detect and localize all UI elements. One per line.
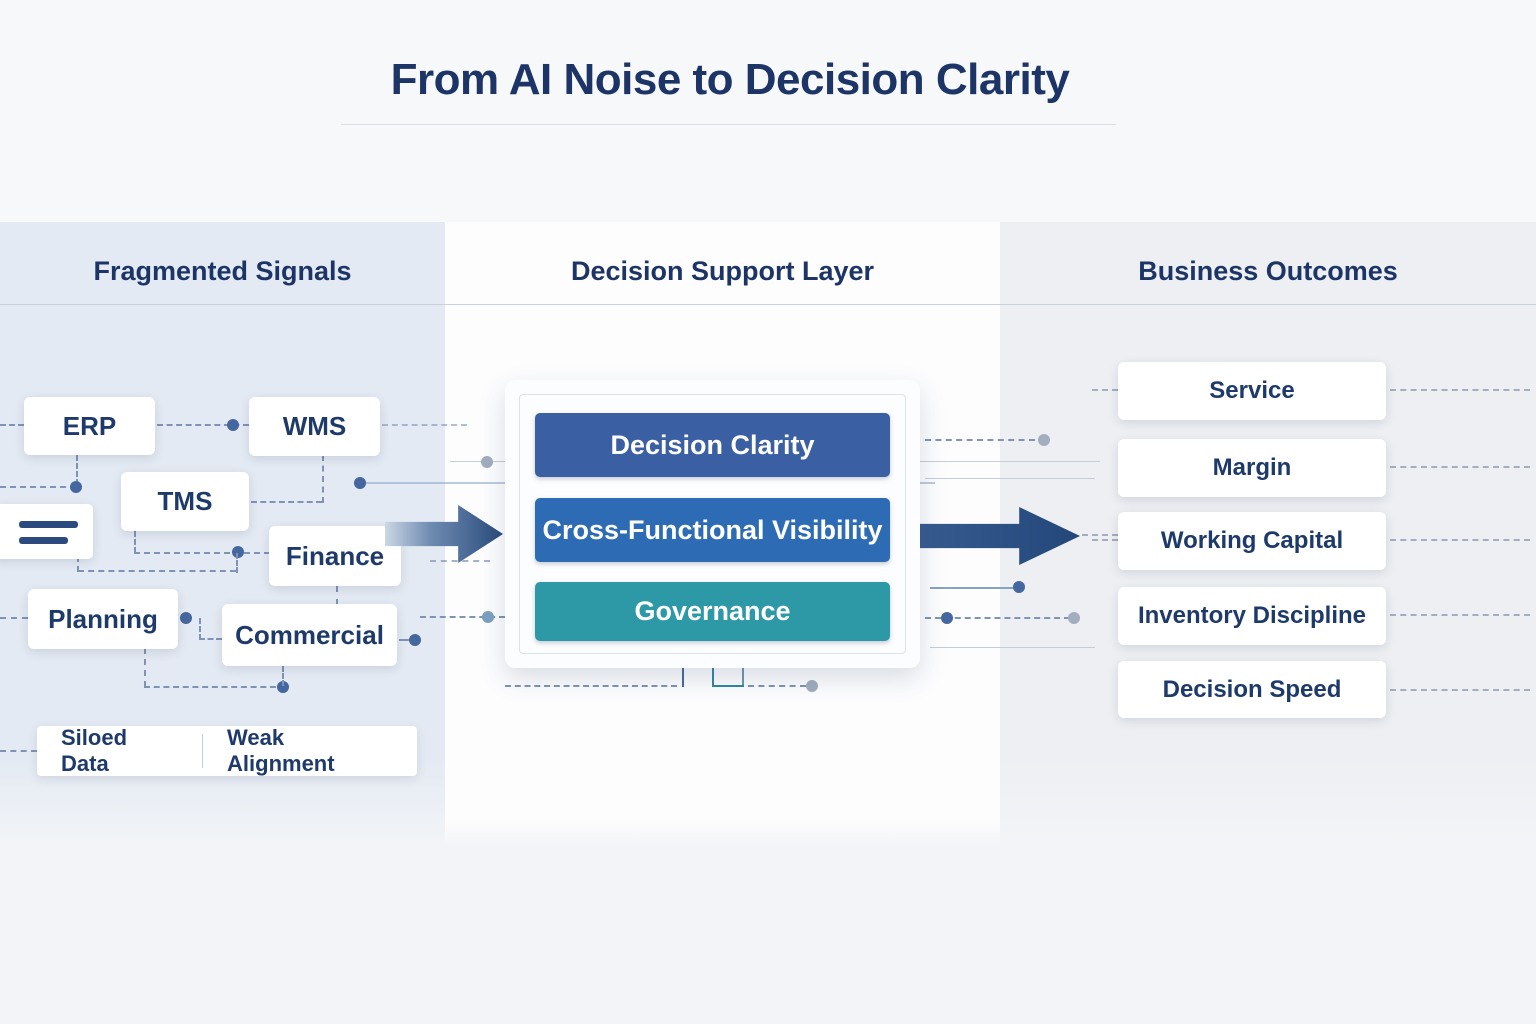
connector-dot — [354, 477, 366, 489]
connector-line — [1082, 534, 1118, 536]
connector-dot — [481, 456, 493, 468]
connector-line — [1390, 466, 1530, 468]
caption-siloed-data: Siloed Data — [61, 725, 128, 776]
header-divider — [0, 304, 1536, 305]
connector-line — [0, 424, 24, 426]
connector-line — [1390, 689, 1530, 691]
outcome-box-margin: Margin — [1118, 439, 1386, 497]
outcome-box-service: Service — [1118, 362, 1386, 420]
connector-line — [76, 455, 78, 485]
system-box-tms: TMS — [121, 472, 249, 531]
connector-line — [748, 685, 806, 687]
caption-divider — [202, 734, 204, 768]
connector-line — [199, 618, 201, 640]
connector-line — [0, 617, 28, 619]
connector-line — [1092, 539, 1118, 541]
connector-line — [236, 553, 238, 573]
connector-line — [77, 556, 79, 572]
connector-line — [282, 666, 284, 686]
connector-line — [712, 655, 714, 687]
connector-line — [336, 586, 338, 605]
connector-line — [1390, 539, 1530, 541]
connector-line — [144, 686, 276, 688]
list-icon-bar — [19, 537, 68, 544]
connector-line — [134, 531, 136, 553]
system-box-planning: Planning — [28, 589, 178, 649]
connector-line — [505, 685, 677, 687]
connector-line — [399, 639, 411, 641]
connector-line — [420, 616, 505, 618]
connector-dot — [806, 680, 818, 692]
connector-dot — [180, 612, 192, 624]
outcome-box-decision-speed: Decision Speed — [1118, 661, 1386, 718]
connector-line — [78, 570, 236, 572]
connector-line — [251, 501, 322, 503]
connector-line — [382, 424, 467, 426]
connector-line — [930, 647, 1095, 648]
decision-support-card: Decision Clarity Cross-Functional Visibi… — [505, 380, 920, 668]
page-title: From AI Noise to Decision Clarity — [390, 55, 1070, 104]
column-header-business-outcomes: Business Outcomes — [1138, 256, 1398, 286]
list-icon-bar — [19, 521, 78, 528]
layer-governance: Governance — [535, 582, 890, 641]
connector-line — [157, 424, 249, 426]
background-band — [0, 845, 1536, 1024]
connector-dot — [70, 481, 82, 493]
connector-dot — [409, 634, 421, 646]
caption-weak-alignment: Weak Alignment — [227, 725, 335, 776]
connector-dot — [277, 681, 289, 693]
connector-line — [1390, 614, 1530, 616]
connector-line — [322, 455, 324, 503]
connector-dot — [227, 419, 239, 431]
column-header-fragmented-signals: Fragmented Signals — [93, 256, 352, 286]
connector-line — [930, 587, 1015, 589]
connector-dot — [1038, 434, 1050, 446]
connector-dot — [1013, 581, 1025, 593]
connector-dot — [1068, 612, 1080, 624]
connector-line — [1390, 389, 1530, 391]
outcome-box-working-capital: Working Capital — [1118, 512, 1386, 570]
connector-line — [144, 648, 146, 687]
connector-line — [682, 655, 684, 687]
system-box-wms: WMS — [249, 397, 380, 456]
layer-cross-functional-visibility: Cross-Functional Visibility — [535, 498, 890, 562]
connector-line — [925, 439, 1035, 441]
system-box-commercial: Commercial — [222, 604, 397, 666]
connector-line — [712, 685, 744, 687]
connector-line — [925, 617, 1070, 619]
card-inner-frame — [519, 394, 906, 654]
fragmentation-caption: Siloed Data Weak Alignment — [37, 725, 417, 776]
layer-decision-clarity: Decision Clarity — [535, 413, 890, 477]
connector-dot — [482, 611, 494, 623]
connector-dot — [232, 546, 244, 558]
system-box-finance: Finance — [269, 526, 401, 586]
list-icon — [0, 504, 93, 559]
connector-line — [1092, 389, 1118, 391]
connector-dot — [941, 612, 953, 624]
connector-line — [199, 638, 222, 640]
column-header-decision-support: Decision Support Layer — [570, 256, 875, 286]
title-divider — [341, 124, 1116, 125]
outcome-box-inventory-discipline: Inventory Discipline — [1118, 587, 1386, 645]
connector-line — [134, 552, 270, 554]
connector-line — [925, 478, 1095, 479]
connector-line — [742, 655, 744, 687]
connector-line — [0, 486, 66, 488]
system-box-erp: ERP — [24, 397, 155, 455]
connector-line — [0, 750, 37, 752]
